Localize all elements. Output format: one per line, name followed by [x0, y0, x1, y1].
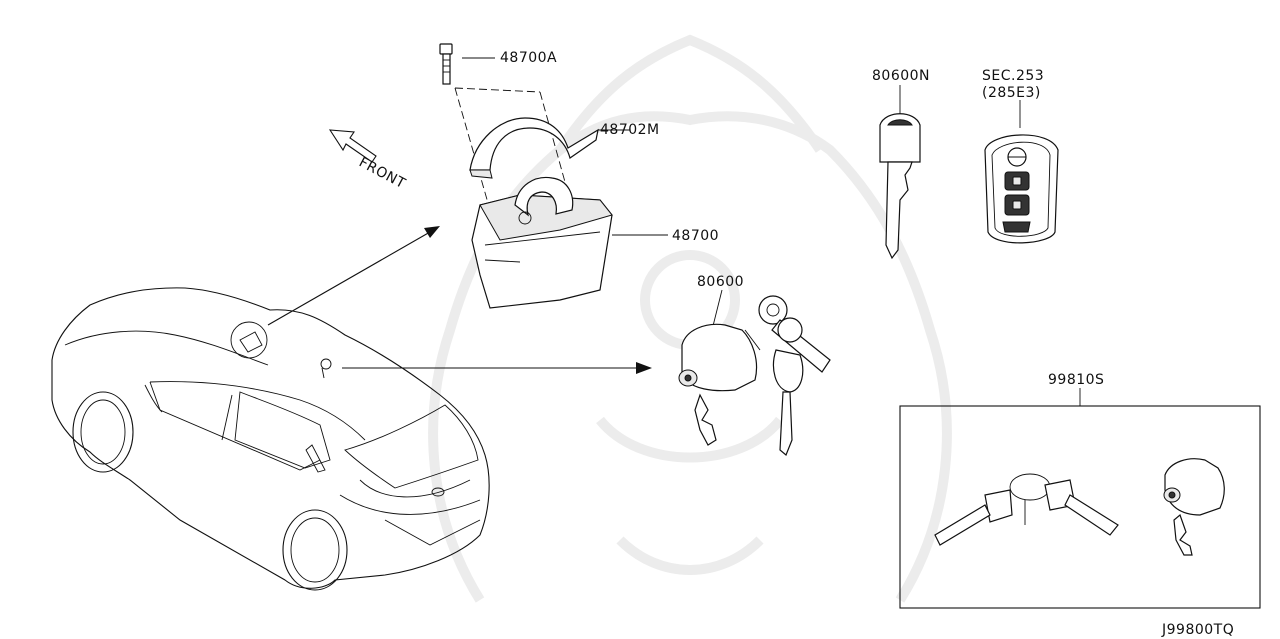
blank-key-80600N [879, 85, 921, 260]
kit-box-99810S [899, 388, 1261, 609]
arrow-to-door-lock [342, 362, 652, 374]
ignition-switch-48700 [471, 176, 668, 309]
vehicle-outline [51, 287, 490, 591]
cover-48702M [469, 117, 630, 179]
arrow-to-ignition-switch [267, 226, 440, 326]
sec-ref-line2: (285E3) [982, 85, 1041, 101]
callout-80600: 80600 [697, 274, 744, 290]
callout-99810S: 99810S [1048, 372, 1104, 388]
callout-48700A: 48700A [500, 50, 557, 66]
sec-ref-line1: SEC.253 [982, 68, 1044, 84]
callout-80600N: 80600N [872, 68, 930, 84]
callout-48700: 48700 [672, 228, 719, 244]
dashed-guide [454, 87, 571, 211]
watermark-emblem [428, 34, 952, 603]
callout-48702M: 48702M [600, 122, 660, 138]
bolt-48700A [439, 43, 495, 85]
front-arrow-icon: FRONT [328, 129, 408, 192]
key-cylinder-set-80600 [678, 289, 831, 456]
intelligent-key-fob [984, 100, 1059, 244]
front-label: FRONT [356, 154, 408, 192]
diagram-id: J99800TQ [1161, 622, 1234, 638]
